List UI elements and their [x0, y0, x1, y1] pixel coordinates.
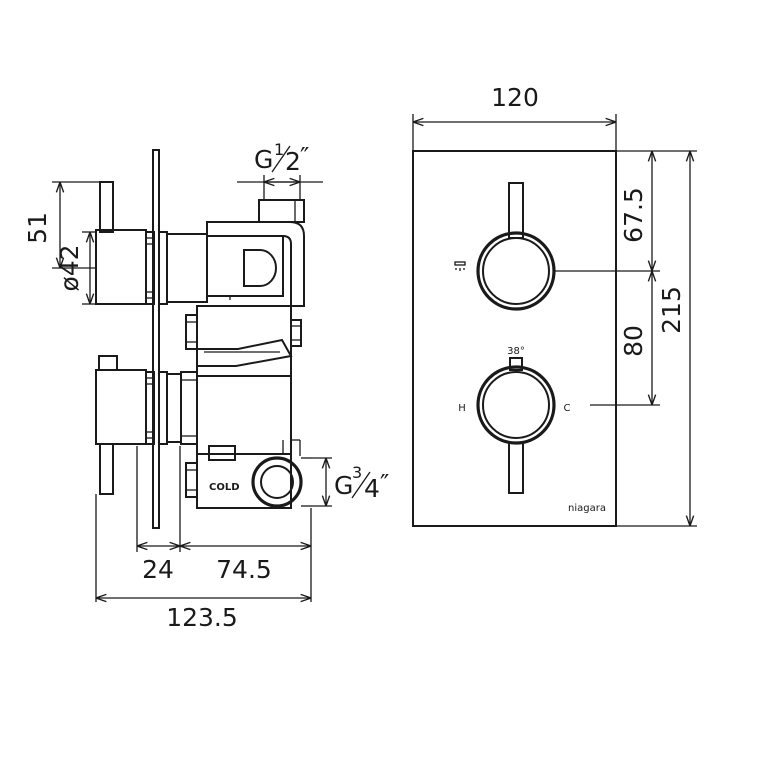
front-view: 38° H C niagara 120 67.5 80 215: [412, 83, 697, 527]
flow-handle-lever: [508, 182, 524, 239]
shower-icon: [454, 261, 466, 271]
thread-outlet-label: G 1 2 ″: [254, 140, 309, 176]
cold-side-label: C: [564, 403, 571, 414]
outlet-fitting: [258, 199, 305, 223]
bottom-handle-barrel: [95, 369, 147, 445]
svg-text:G: G: [254, 145, 273, 174]
dim-body-depth: 74.5: [216, 555, 272, 584]
wall-plate: [152, 149, 160, 529]
bottom-handle-lever: [99, 443, 114, 495]
dim-handle-height: 51: [23, 212, 52, 244]
bottom-handle-pin: [98, 355, 118, 371]
front-plate: [412, 150, 617, 527]
dim-handle-spacing: 80: [619, 325, 648, 357]
dim-overall-width: 123.5: [166, 603, 238, 632]
cold-inlet-fitting: [251, 456, 303, 508]
svg-text:″: ″: [380, 469, 389, 498]
temp-handle-lever: [508, 442, 524, 494]
side-view: COLD 51 ø42 G 1 2 ″ G: [23, 140, 389, 632]
temp-marker: 38°: [507, 346, 525, 357]
cold-inlet-block: [196, 453, 292, 509]
cold-label: COLD: [209, 482, 240, 493]
dim-plate-depth: 24: [142, 555, 174, 584]
top-handle-barrel: [95, 229, 147, 305]
thread-inlet-label: G 3 4 ″: [334, 463, 389, 503]
top-handle-lever: [99, 181, 114, 233]
svg-text:″: ″: [300, 142, 309, 171]
brand-logo: niagara: [568, 503, 606, 514]
svg-text:4: 4: [364, 474, 380, 503]
diverter-block: [206, 221, 305, 307]
temp-handle-ring: [476, 365, 556, 445]
dim-total-height: 215: [657, 286, 686, 334]
hot-label: H: [458, 403, 466, 414]
svg-text:3: 3: [352, 463, 362, 482]
flow-handle-ring: [476, 231, 556, 311]
dim-top-to-handle: 67.5: [619, 187, 648, 243]
svg-text:1: 1: [274, 140, 284, 159]
svg-text:G: G: [334, 471, 353, 500]
svg-text:2: 2: [285, 147, 301, 176]
dim-front-width: 120: [491, 83, 539, 112]
dim-handle-diameter: ø42: [55, 244, 84, 291]
